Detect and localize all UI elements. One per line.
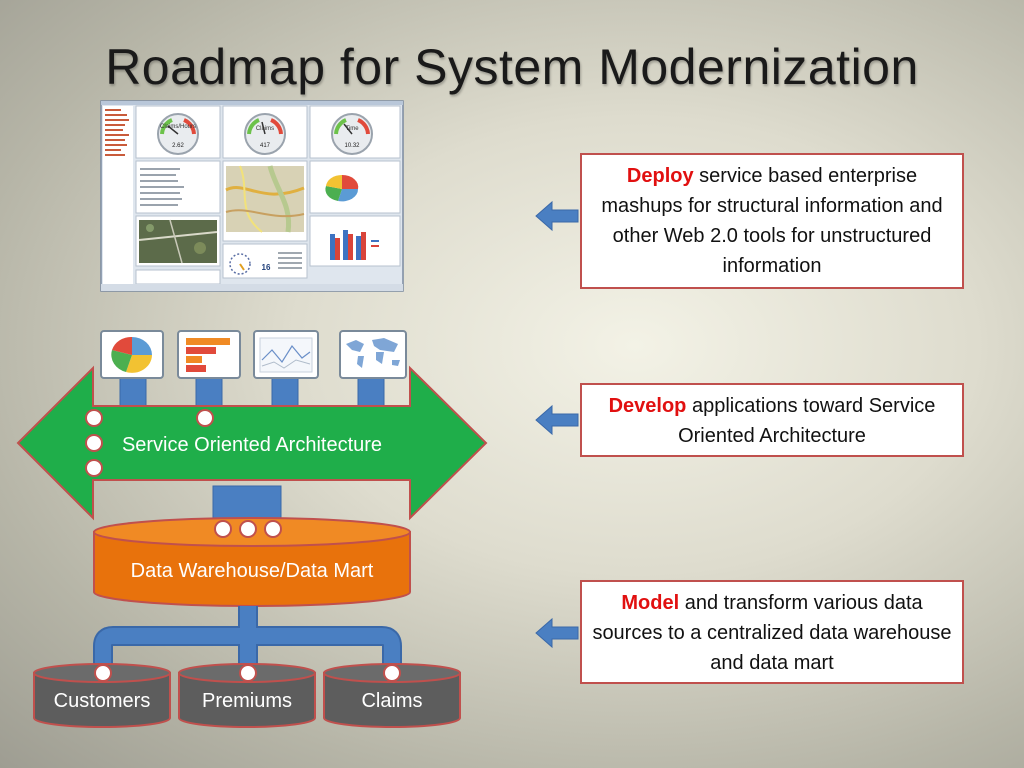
callout-develop: Develop applications toward Service Orie… [580,383,964,457]
source-pipes [93,606,402,674]
soa-label: Service Oriented Architecture [122,434,382,456]
soa-connector [196,409,214,427]
callout-keyword-model: Model [621,592,680,614]
warehouse-label: Data Warehouse/Data Mart [131,560,374,582]
mini-bars [330,230,379,260]
source-connector [239,664,257,682]
left-arrow-develop [535,404,579,436]
soa-connector [85,459,103,477]
warehouse-connector [214,520,232,538]
gauge-label-2: Claims [256,126,274,132]
gauge-claims: Claims 417 [244,113,286,155]
warehouse-connector [264,520,282,538]
soa-double-arrow [16,365,488,521]
warehouse-connector [239,520,257,538]
gauge-claims-hours: Claims/Hours 2.62 [157,113,199,155]
gauge-value-2: 417 [260,143,271,149]
callout-text-deploy: service based enterprise mashups for str… [601,165,943,277]
source-label-premiums: Premiums [202,690,292,712]
mini-pie [325,174,359,202]
source-connector [383,664,401,682]
widget-pie-icon [100,330,164,379]
callout-model: Model and transform various data sources… [580,580,964,684]
source-label-customers: Customers [54,690,151,712]
callout-keyword-develop: Develop [608,395,687,417]
slide-title: Roadmap for System Modernization [105,39,919,95]
gauge-label-1: Claims/Hours [160,124,196,130]
widget-line-chart-icon [253,330,319,379]
callout-keyword-deploy: Deploy [626,165,694,187]
gauge-value-3: 10.32 [344,143,360,149]
soa-connector [85,409,103,427]
calendar-day: 16 [262,263,271,272]
soa-connector [85,434,103,452]
dashboard-screenshot: Claims/Hours 2.62 Claims 417 Time 10.32 [100,100,404,292]
gauge-time: Time 10.32 [331,113,373,155]
gauge-label-3: Time [345,126,359,132]
source-label-claims: Claims [361,690,422,712]
left-arrow-model [535,617,579,649]
left-arrow-deploy [535,200,579,232]
callout-text-develop: applications toward Service Oriented Arc… [678,395,936,447]
source-cylinder-claims [323,663,461,728]
callout-text-model: and transform various data sources to a … [592,592,952,674]
widget-world-map-icon [339,330,407,379]
source-connector [94,664,112,682]
gauge-value-1: 2.62 [172,143,184,149]
callout-deploy: Deploy service based enterprise mashups … [580,153,964,289]
widget-bar-chart-icon [177,330,241,379]
